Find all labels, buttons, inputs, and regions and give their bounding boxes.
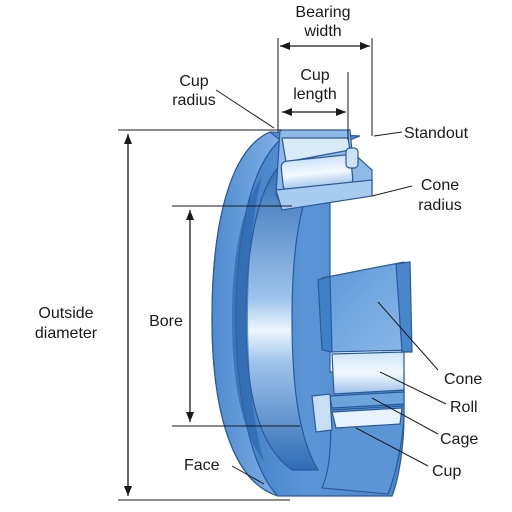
cup-leader	[355, 427, 429, 467]
cage-leader	[371, 397, 439, 435]
cup-length-label-line2: length	[293, 86, 337, 103]
bearing-width-label-line1: Bearing	[295, 4, 350, 21]
cup-radius-label-line2: radius	[172, 92, 216, 109]
cone-back-face	[395, 261, 413, 353]
bore-arrow-top	[186, 210, 194, 220]
cone-leader	[377, 301, 439, 371]
standout-leader	[373, 131, 403, 137]
bearing-width-arrow-right	[360, 42, 370, 50]
cone-rib	[317, 275, 333, 353]
bore-arrow-bottom	[186, 412, 194, 422]
cup-radius-leader	[215, 89, 275, 129]
face-label: Face	[184, 457, 220, 474]
roll-section	[331, 351, 405, 395]
cone-radius-label-line2: radius	[418, 197, 462, 214]
leader-lines	[215, 89, 447, 485]
cup-length-label-line1: Cup	[300, 67, 329, 84]
cup-label: Cup	[432, 463, 461, 480]
cage-section	[329, 391, 405, 409]
cone-inner-race	[232, 176, 264, 462]
cone-radius-leader	[371, 185, 413, 197]
face-leader	[231, 465, 265, 485]
outside-diameter-label-line1: Outside	[38, 305, 93, 322]
lower-roll-band	[311, 393, 333, 433]
outside-diameter-arrow-top	[124, 134, 132, 144]
outside-diameter-arrow-bottom	[124, 486, 132, 496]
roll-leader	[379, 371, 447, 405]
outside-diameter-label-line2: diameter	[35, 325, 98, 342]
cage-label: Cage	[440, 431, 478, 448]
labels: Bearing width Cup length Cup radius Stan…	[35, 4, 482, 480]
dimension-lines	[118, 38, 373, 501]
cup-length-arrow-left	[282, 108, 292, 116]
cup-bottom-highlight	[331, 407, 403, 429]
bearing-width-label-line2: width	[303, 23, 341, 40]
bearing-width-arrow-left	[280, 42, 290, 50]
top-roller-end	[345, 147, 359, 169]
bearing-illustration	[211, 129, 413, 497]
standout-label: Standout	[404, 125, 469, 142]
roll-label: Roll	[450, 399, 478, 416]
cone-radius-label-line1: Cone	[421, 177, 459, 194]
bore-label: Bore	[149, 313, 183, 330]
cup-radius-label-line1: Cup	[179, 73, 208, 90]
cone-label: Cone	[444, 371, 482, 388]
cup-length-arrow-right	[336, 108, 346, 116]
